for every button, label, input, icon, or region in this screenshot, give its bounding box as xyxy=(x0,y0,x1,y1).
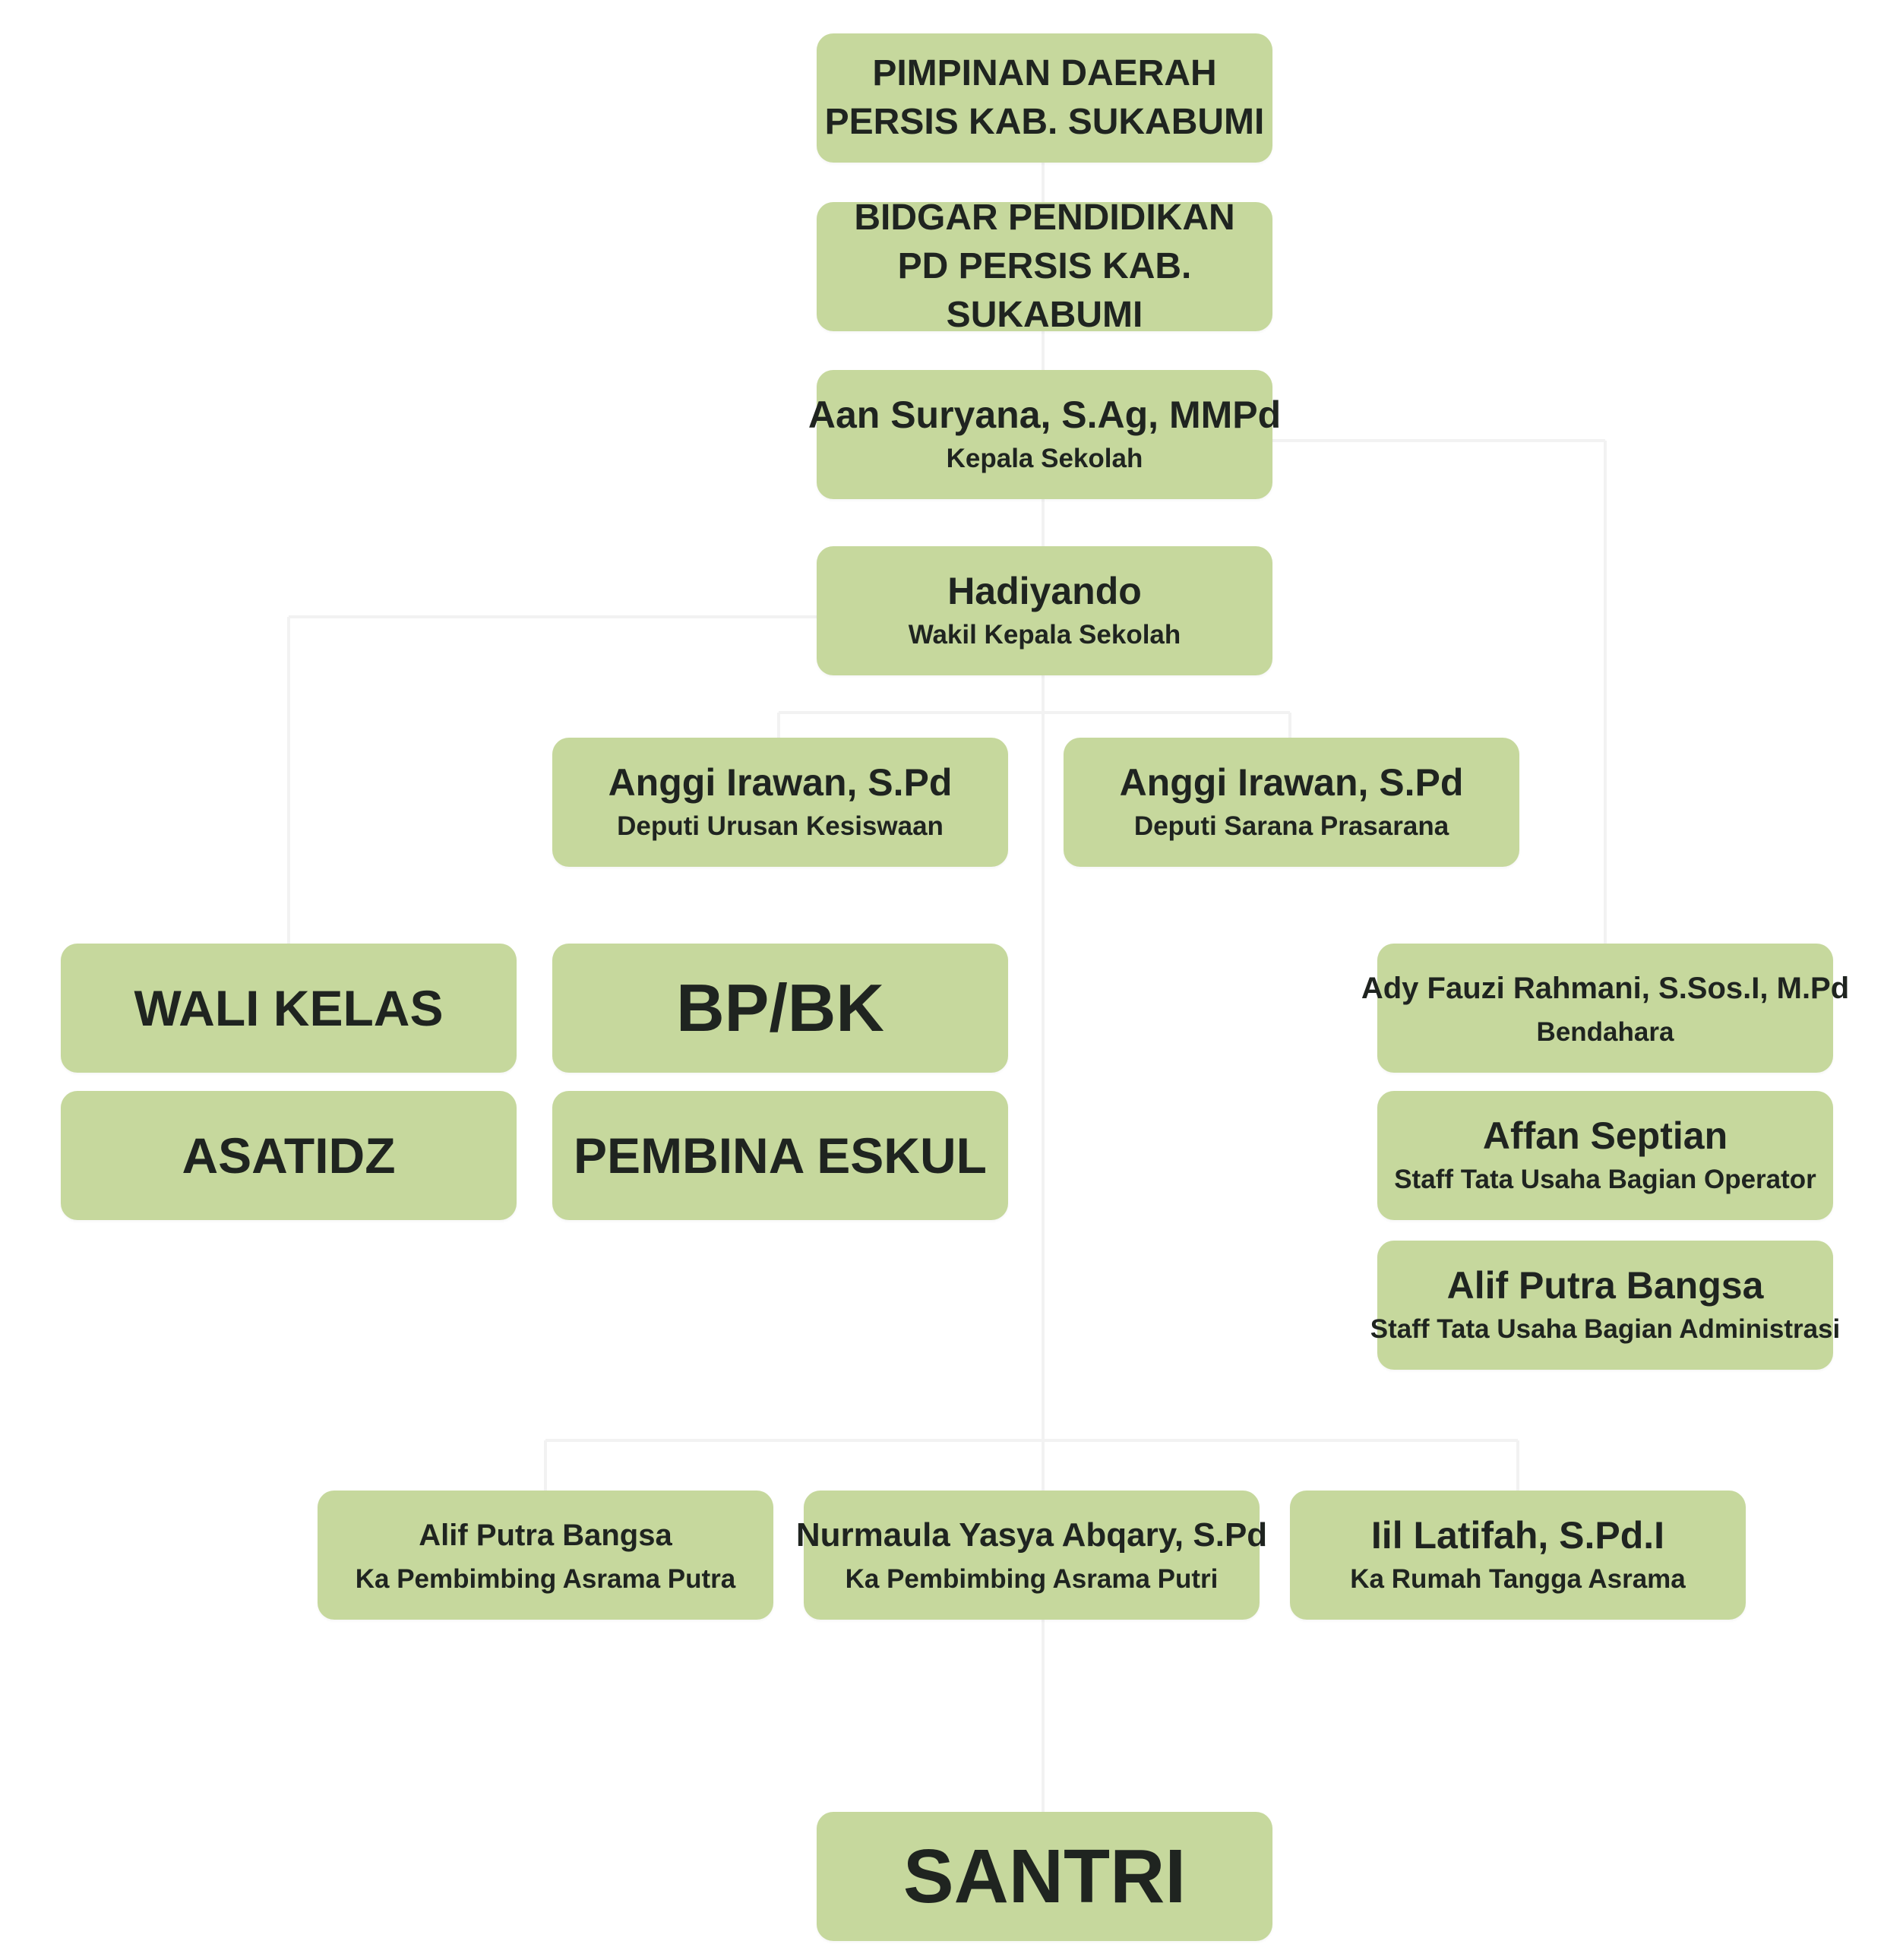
kepala-role: Kepala Sekolah xyxy=(946,444,1143,473)
box-wali-kelas: WALI KELAS xyxy=(61,944,517,1073)
wakil-name: Hadiyando xyxy=(947,570,1142,612)
pembina-eskul-label: PEMBINA ESKUL xyxy=(574,1127,987,1184)
asatidz-label: ASATIDZ xyxy=(182,1127,396,1184)
deputi-sarana-name: Anggi Irawan, S.Pd xyxy=(1119,761,1464,804)
box-bendahara: Ady Fauzi Rahmani, S.Sos.I, M.Pd Bendaha… xyxy=(1361,944,1849,1073)
pimpinan-line1: PIMPINAN DAERAH xyxy=(872,53,1217,93)
box-deputi-kesiswaan: Anggi Irawan, S.Pd Deputi Urusan Kesiswa… xyxy=(552,738,1008,867)
staff-administrasi-name: Alif Putra Bangsa xyxy=(1446,1264,1764,1307)
deputi-kesiswaan-role: Deputi Urusan Kesiswaan xyxy=(617,811,944,841)
staff-operator-role: Staff Tata Usaha Bagian Operator xyxy=(1394,1165,1816,1194)
box-asrama-putra: Alif Putra Bangsa Ka Pembimbing Asrama P… xyxy=(318,1491,773,1620)
santri-label: SANTRI xyxy=(902,1833,1187,1919)
pimpinan-line2: PERSIS KAB. SUKABUMI xyxy=(824,102,1265,142)
deputi-sarana-role: Deputi Sarana Prasarana xyxy=(1133,811,1449,841)
asrama-putri-role: Ka Pembimbing Asrama Putri xyxy=(845,1564,1219,1594)
box-staff-operator: Affan Septian Staff Tata Usaha Bagian Op… xyxy=(1377,1091,1833,1220)
wakil-role: Wakil Kepala Sekolah xyxy=(908,620,1181,650)
box-staff-administrasi: Alif Putra Bangsa Staff Tata Usaha Bagia… xyxy=(1370,1241,1840,1370)
box-deputi-sarana: Anggi Irawan, S.Pd Deputi Sarana Prasara… xyxy=(1064,738,1519,867)
wali-kelas-label: WALI KELAS xyxy=(134,980,444,1036)
bidgar-line2: PD PERSIS KAB. SUKABUMI xyxy=(897,246,1192,335)
asrama-putri-name: Nurmaula Yasya Abqary, S.Pd xyxy=(795,1516,1268,1554)
bendahara-role: Bendahara xyxy=(1536,1017,1674,1047)
rumah-tangga-role: Ka Rumah Tangga Asrama xyxy=(1350,1564,1686,1594)
box-rumah-tangga: Iil Latifah, S.Pd.I Ka Rumah Tangga Asra… xyxy=(1290,1491,1746,1620)
box-wakil-kepala: Hadiyando Wakil Kepala Sekolah xyxy=(817,546,1272,675)
box-asatidz: ASATIDZ xyxy=(61,1091,517,1220)
bendahara-name: Ady Fauzi Rahmani, S.Sos.I, M.Pd xyxy=(1361,972,1850,1005)
bidgar-line1: BIDGAR PENDIDIKAN xyxy=(854,198,1235,238)
rumah-tangga-name: Iil Latifah, S.Pd.I xyxy=(1370,1514,1665,1557)
box-bidgar-pendidikan: BIDGAR PENDIDIKAN PD PERSIS KAB. SUKABUM… xyxy=(817,198,1272,335)
asrama-putra-role: Ka Pembimbing Asrama Putra xyxy=(355,1564,736,1594)
staff-operator-name: Affan Septian xyxy=(1482,1114,1728,1157)
asrama-putra-name: Alif Putra Bangsa xyxy=(419,1519,672,1552)
box-pembina-eskul: PEMBINA ESKUL xyxy=(552,1091,1008,1220)
box-asrama-putri: Nurmaula Yasya Abqary, S.Pd Ka Pembimbin… xyxy=(796,1491,1267,1620)
box-kepala-sekolah: Aan Suryana, S.Ag, MMPd Kepala Sekolah xyxy=(808,370,1281,499)
box-santri: SANTRI xyxy=(817,1812,1272,1941)
box-bp-bk: BP/BK xyxy=(552,944,1008,1073)
bp-bk-label: BP/BK xyxy=(676,970,884,1045)
kepala-name: Aan Suryana, S.Ag, MMPd xyxy=(808,394,1282,436)
box-pimpinan-daerah: PIMPINAN DAERAH PERSIS KAB. SUKABUMI xyxy=(817,33,1272,163)
staff-administrasi-role: Staff Tata Usaha Bagian Administrasi xyxy=(1370,1314,1841,1344)
deputi-kesiswaan-name: Anggi Irawan, S.Pd xyxy=(608,761,953,804)
